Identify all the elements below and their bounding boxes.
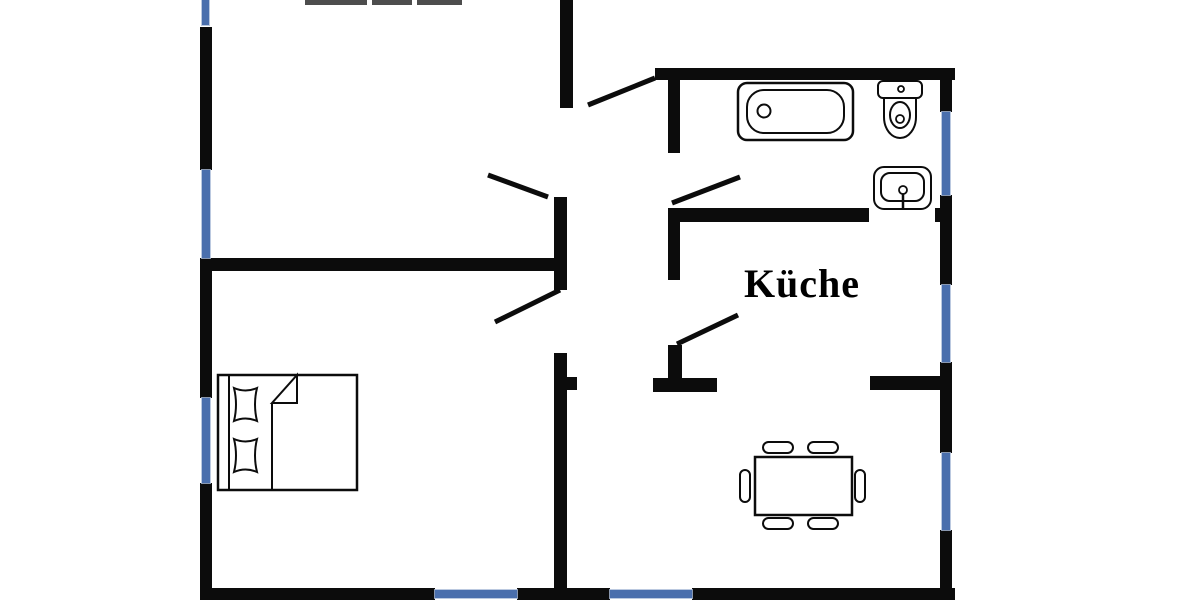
kitchen-label: Küche (743, 261, 861, 306)
window-right-kitchen (942, 285, 950, 362)
wall-right-upper (940, 195, 952, 285)
window-left-top (202, 0, 209, 25)
chair-icon (854, 469, 866, 503)
wall-kitchen-bottom-left (653, 378, 717, 392)
blanket-fold (269, 372, 298, 490)
entry-door-swing (587, 75, 656, 108)
wall-dining-left-stub (567, 377, 577, 390)
cutoff-furniture-segment (372, 0, 412, 5)
bedroom-door-swing (493, 287, 562, 325)
wall-left-middle (200, 258, 212, 398)
wall-hall-top (560, 0, 573, 108)
living-room-door-swing (487, 172, 549, 200)
wall-bathroom-top (655, 68, 955, 80)
pillow-icon (232, 437, 259, 474)
chair-icon (807, 441, 839, 454)
wall-bottom-right (692, 588, 955, 600)
wall-bathroom-bottom (668, 208, 940, 222)
dining-table-icon (753, 455, 854, 517)
window-right-dining (942, 453, 950, 530)
wall-dining-left (554, 353, 567, 598)
wall-right-lower (940, 530, 952, 600)
wall-bottom-left (200, 588, 435, 600)
cutoff-furniture-segment (305, 0, 367, 5)
wall-bedroom-top (203, 258, 555, 271)
window-left-upper (202, 170, 210, 258)
dining-set (739, 441, 866, 530)
wall-kitchen-bottom-right (870, 376, 940, 390)
wall-bathroom-left (668, 80, 680, 153)
pillow-icon (232, 386, 259, 423)
window-bottom-dining (610, 590, 692, 598)
kitchen-door-swing (675, 312, 740, 347)
wall-left-lower (200, 483, 212, 600)
window-bottom-bedroom (435, 590, 517, 598)
bathroom-door-swing (671, 174, 741, 206)
window-right-bathroom (942, 112, 950, 195)
wall-kitchen-left (668, 222, 680, 280)
double-bed-icon (216, 372, 359, 492)
wall-hall-middle (554, 197, 567, 290)
wall-left-upper (200, 27, 212, 170)
chair-icon (807, 517, 839, 530)
cutoff-furniture-segment (417, 0, 462, 5)
wall-right-middle (940, 362, 952, 453)
chair-icon (762, 441, 794, 454)
window-left-lower (202, 398, 210, 483)
chair-icon (739, 469, 751, 503)
bathtub-icon (736, 81, 855, 142)
wall-kitchen-door-jamb (668, 345, 682, 378)
chair-icon (762, 517, 794, 530)
toilet-icon (877, 80, 923, 139)
